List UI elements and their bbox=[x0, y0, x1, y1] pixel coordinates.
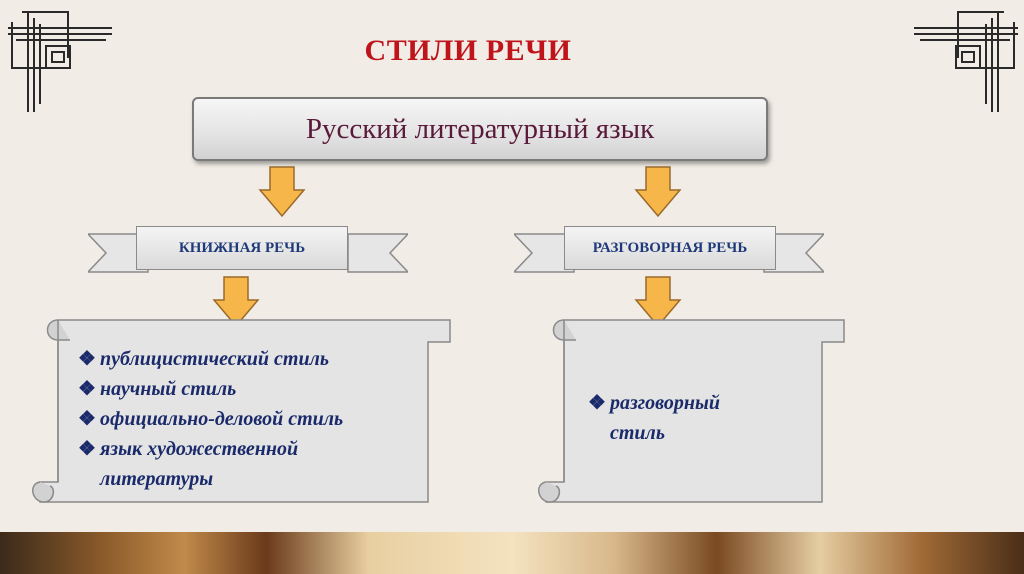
list-item: ❖научный стиль bbox=[78, 374, 418, 404]
branch-label-book: КНИЖНАЯ РЕЧЬ bbox=[136, 226, 348, 270]
list-item: ❖разговорный bbox=[588, 388, 808, 418]
root-node: Русский литературный язык bbox=[192, 97, 768, 161]
branch-label-colloquial-text: РАЗГОВОРНАЯ РЕЧЬ bbox=[593, 240, 747, 257]
list-item: ❖публицистический стиль bbox=[78, 344, 418, 374]
diamond-bullet-icon: ❖ bbox=[78, 434, 100, 464]
list-item: ❖язык художественной bbox=[78, 434, 418, 464]
branch-label-colloquial: РАЗГОВОРНАЯ РЕЧЬ bbox=[564, 226, 776, 270]
branch-label-book-text: КНИЖНАЯ РЕЧЬ bbox=[179, 240, 305, 257]
diamond-bullet-icon: ❖ bbox=[78, 404, 100, 434]
slide-title: СТИЛИ РЕЧИ bbox=[0, 34, 936, 68]
book-styles-list: ❖публицистический стиль ❖научный стиль ❖… bbox=[78, 344, 418, 494]
diamond-bullet-icon: ❖ bbox=[78, 344, 100, 374]
root-node-label: Русский литературный язык bbox=[306, 113, 654, 146]
arrow-down-icon bbox=[634, 166, 682, 218]
colloquial-styles-list: ❖разговорный стиль bbox=[588, 388, 808, 448]
diamond-bullet-icon: ❖ bbox=[78, 374, 100, 404]
list-item-continuation: литературы bbox=[78, 464, 418, 494]
arrow-down-icon bbox=[258, 166, 306, 218]
diamond-bullet-icon: ❖ bbox=[588, 388, 610, 418]
list-item-continuation: стиль bbox=[588, 418, 808, 448]
list-item: ❖официально-деловой стиль bbox=[78, 404, 418, 434]
books-background-image bbox=[0, 532, 1024, 574]
